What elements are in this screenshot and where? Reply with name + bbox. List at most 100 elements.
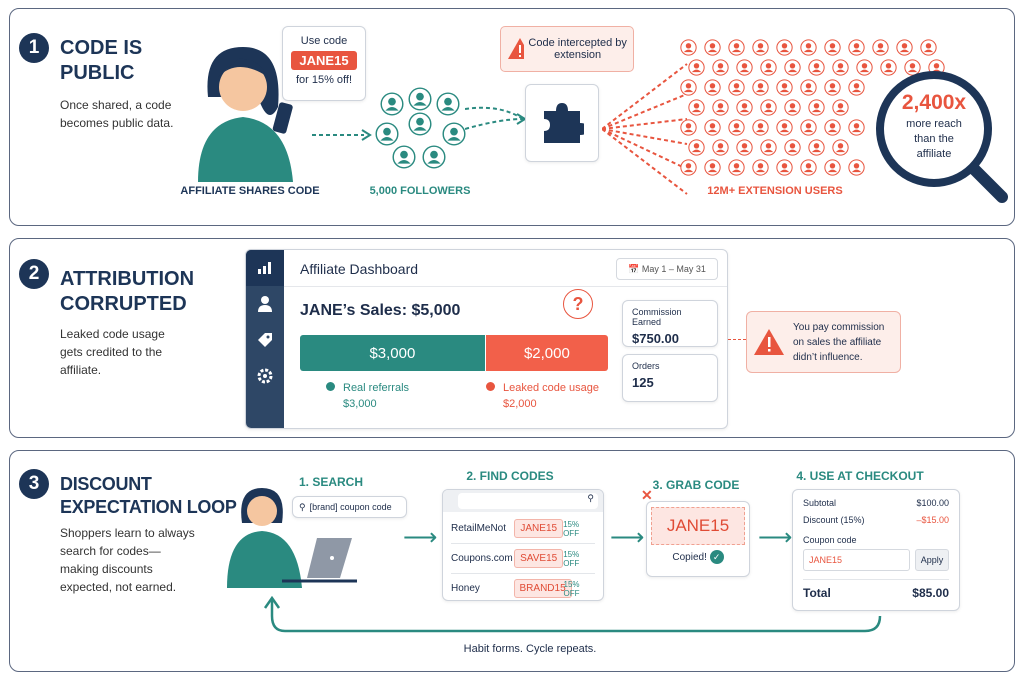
- code-badge: JANE15: [514, 519, 564, 538]
- reach-value: 2,400x: [901, 91, 967, 114]
- legend-value: $3,000: [343, 398, 377, 410]
- subtotal-row: Subtotal $100.00: [803, 498, 949, 508]
- follower-icon: [375, 122, 399, 151]
- search-query: [brand] coupon code: [309, 502, 392, 512]
- follower-icon: [436, 92, 460, 121]
- extension-user-icon: [728, 39, 745, 61]
- extension-user-icon: [848, 79, 865, 101]
- follower-icon: [442, 122, 466, 151]
- extension-user-icon: [688, 139, 705, 161]
- extension-user-icon: [848, 119, 865, 141]
- warning-text: You pay commission on sales the affiliat…: [793, 321, 885, 363]
- coupon-input[interactable]: JANE15: [803, 549, 910, 571]
- divider: [284, 286, 727, 287]
- extension-user-icon: [680, 119, 697, 141]
- extension-user-icon: [688, 99, 705, 121]
- discount-text: 15% OFF: [563, 549, 580, 568]
- extension-user-icon: [920, 39, 937, 61]
- total-row: Total$85.00: [803, 579, 949, 600]
- check-icon: ✓: [709, 550, 724, 564]
- step-number: 1: [19, 33, 49, 63]
- warning-icon: [754, 329, 784, 355]
- extension-user-icon: [832, 139, 849, 161]
- extension-user-icon: [776, 39, 793, 61]
- browser-bar: ⚲: [443, 490, 603, 512]
- coupon-code-badge: JANE15: [291, 51, 357, 70]
- extension-user-icon: [736, 59, 753, 81]
- extension-user-icon: [800, 39, 817, 61]
- extension-user-icon: [832, 59, 849, 81]
- browser-search-field[interactable]: ⚲: [458, 493, 598, 509]
- arrow-icon: [465, 106, 527, 130]
- extension-user-icon: [688, 59, 705, 81]
- discount-value: –$15.00: [916, 515, 949, 525]
- date-range-picker[interactable]: 📅 May 1 – May 31: [616, 258, 718, 280]
- extension-users-crowd: [680, 39, 950, 184]
- extension-user-icon: [776, 159, 793, 181]
- real-referrals-segment: $3,000: [300, 335, 485, 371]
- stat-value: $750.00: [632, 331, 679, 346]
- apply-button[interactable]: Apply: [915, 549, 949, 571]
- extension-user-icon: [752, 79, 769, 101]
- affiliate-dashboard: Affiliate Dashboard 📅 May 1 – May 31 JAN…: [245, 249, 728, 429]
- dashboard-sidebar: [246, 250, 284, 428]
- nav-settings-icon[interactable]: [246, 358, 284, 394]
- nav-chart-icon[interactable]: [246, 250, 284, 286]
- extension-user-icon: [808, 139, 825, 161]
- extension-user-icon: [776, 79, 793, 101]
- legend-real: Real referrals$3,000: [326, 382, 409, 410]
- sales-bar: $3,000 $2,000: [300, 335, 608, 371]
- site-name: Coupons.com: [451, 553, 513, 564]
- arrow-icon: [312, 129, 372, 141]
- sales-title: JANE’s Sales: $5,000: [300, 302, 461, 319]
- subtotal-label: Subtotal: [803, 498, 837, 508]
- commission-warning: You pay commission on sales the affiliat…: [746, 311, 901, 373]
- speech-bubble: Use code JANE15 for 15% off!: [282, 26, 366, 101]
- grabbed-code-card: JANE15 ✕ Copied! ✓: [641, 488, 750, 577]
- extension-user-icon: [752, 119, 769, 141]
- copied-code[interactable]: JANE15: [651, 507, 745, 545]
- nav-tag-icon[interactable]: [246, 322, 284, 358]
- legend-leaked: Leaked code usage$2,000: [486, 382, 599, 410]
- dashboard-title: Affiliate Dashboard: [300, 261, 419, 277]
- question-marker: ?: [563, 289, 593, 319]
- spread-arrows: [602, 63, 688, 195]
- extension-user-icon: [704, 39, 721, 61]
- arrow-icon: ⟶: [758, 524, 793, 551]
- site-name: RetailMeNot: [451, 523, 507, 534]
- step-grab-label: 3. GRAB CODE: [652, 478, 740, 492]
- legend-value: $2,000: [503, 398, 537, 410]
- extension-box: [525, 84, 599, 162]
- extension-user-icon: [824, 39, 841, 61]
- step-checkout-label: 4. USE AT CHECKOUT: [796, 469, 924, 483]
- leaked-usage-segment: $2,000: [484, 335, 608, 371]
- extension-user-icon: [712, 139, 729, 161]
- site-name: Honey: [451, 583, 480, 594]
- extension-user-icon: [680, 79, 697, 101]
- coupon-label: Coupon code: [803, 535, 857, 545]
- extension-user-icon: [728, 79, 745, 101]
- section-description: Once shared, a code becomes public data.: [60, 98, 174, 130]
- extension-user-icon: [784, 99, 801, 121]
- extension-user-icon: [856, 59, 873, 81]
- section-title: ATTRIBUTION CORRUPTED: [60, 268, 195, 315]
- arrow-icon: ⟶: [403, 524, 438, 551]
- extension-user-icon: [896, 39, 913, 61]
- follower-icon: [392, 145, 416, 174]
- extension-user-icon: [784, 139, 801, 161]
- subtotal-value: $100.00: [916, 498, 949, 508]
- search-input[interactable]: ⚲[brand] coupon code: [292, 496, 407, 518]
- connector-line: [728, 339, 746, 340]
- affiliate-illustration: [198, 47, 293, 182]
- nav-user-icon[interactable]: [246, 286, 284, 322]
- discount-row: Discount (15%)–$15.00: [803, 515, 949, 525]
- extension-user-icon: [680, 159, 697, 181]
- intercept-alert: Code intercepted by extension: [500, 26, 634, 72]
- follower-icon: [422, 145, 446, 174]
- extension-user-icon: [760, 99, 777, 121]
